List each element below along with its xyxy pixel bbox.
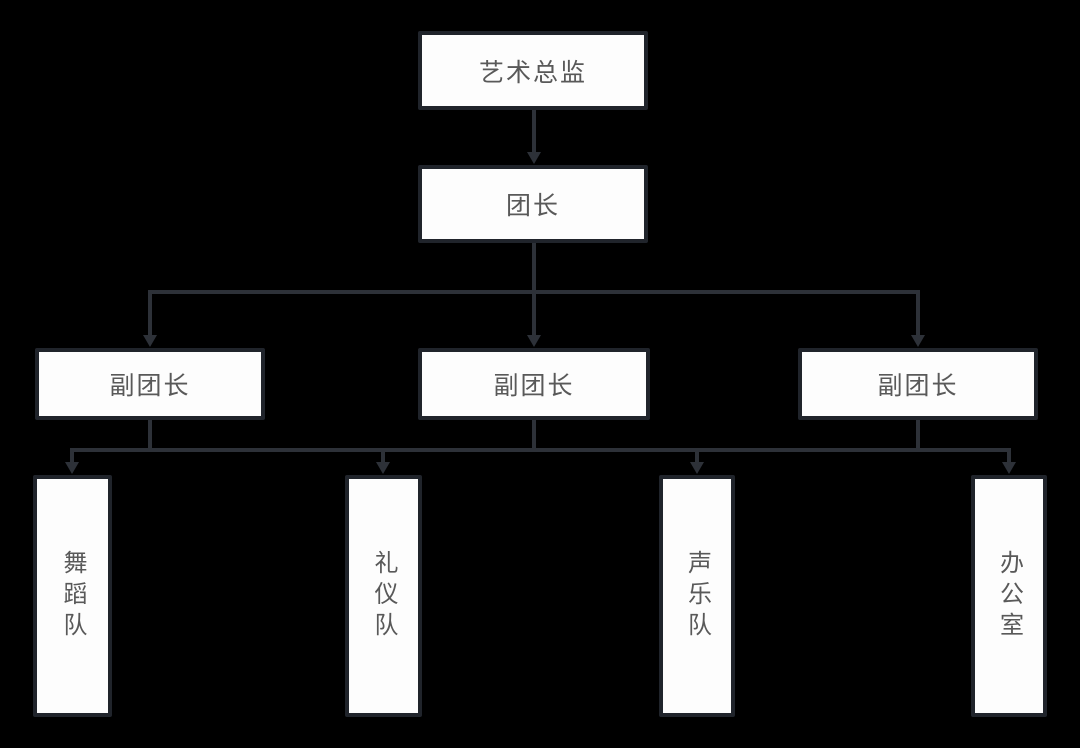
arrowhead-icon bbox=[376, 462, 390, 474]
arrowhead-icon bbox=[143, 335, 157, 347]
node-label: 礼仪队 bbox=[370, 549, 397, 643]
node-art-director: 艺术总监 bbox=[418, 31, 648, 110]
node-deputy-leader-3: 副团长 bbox=[798, 348, 1038, 420]
node-label: 声乐队 bbox=[683, 549, 711, 643]
node-label: 团长 bbox=[505, 192, 560, 220]
arrowhead-icon bbox=[527, 152, 541, 164]
node-label: 副团长 bbox=[109, 372, 191, 400]
node-deputy-leader-2: 副团长 bbox=[418, 348, 650, 420]
node-group-leader: 团长 bbox=[418, 165, 648, 243]
node-label: 副团长 bbox=[493, 372, 575, 400]
arrowhead-icon bbox=[911, 335, 925, 347]
arrowhead-icon bbox=[65, 462, 79, 474]
node-label: 艺术总监 bbox=[478, 58, 587, 87]
node-label: 副团长 bbox=[877, 372, 959, 400]
node-office: 办公室 bbox=[971, 475, 1047, 717]
arrowhead-icon bbox=[690, 462, 704, 474]
node-dance-team: 舞蹈队 bbox=[33, 475, 112, 717]
arrowhead-icon bbox=[1002, 462, 1016, 474]
node-vocal-team: 声乐队 bbox=[659, 475, 735, 717]
node-label: 舞蹈队 bbox=[59, 549, 86, 643]
node-etiquette-team: 礼仪队 bbox=[345, 475, 422, 717]
arrowhead-icon bbox=[527, 335, 541, 347]
node-deputy-leader-1: 副团长 bbox=[35, 348, 265, 420]
edge-leader-bus bbox=[148, 290, 920, 340]
edge-deputy-bus bbox=[70, 448, 1011, 467]
node-label: 办公室 bbox=[995, 549, 1023, 643]
